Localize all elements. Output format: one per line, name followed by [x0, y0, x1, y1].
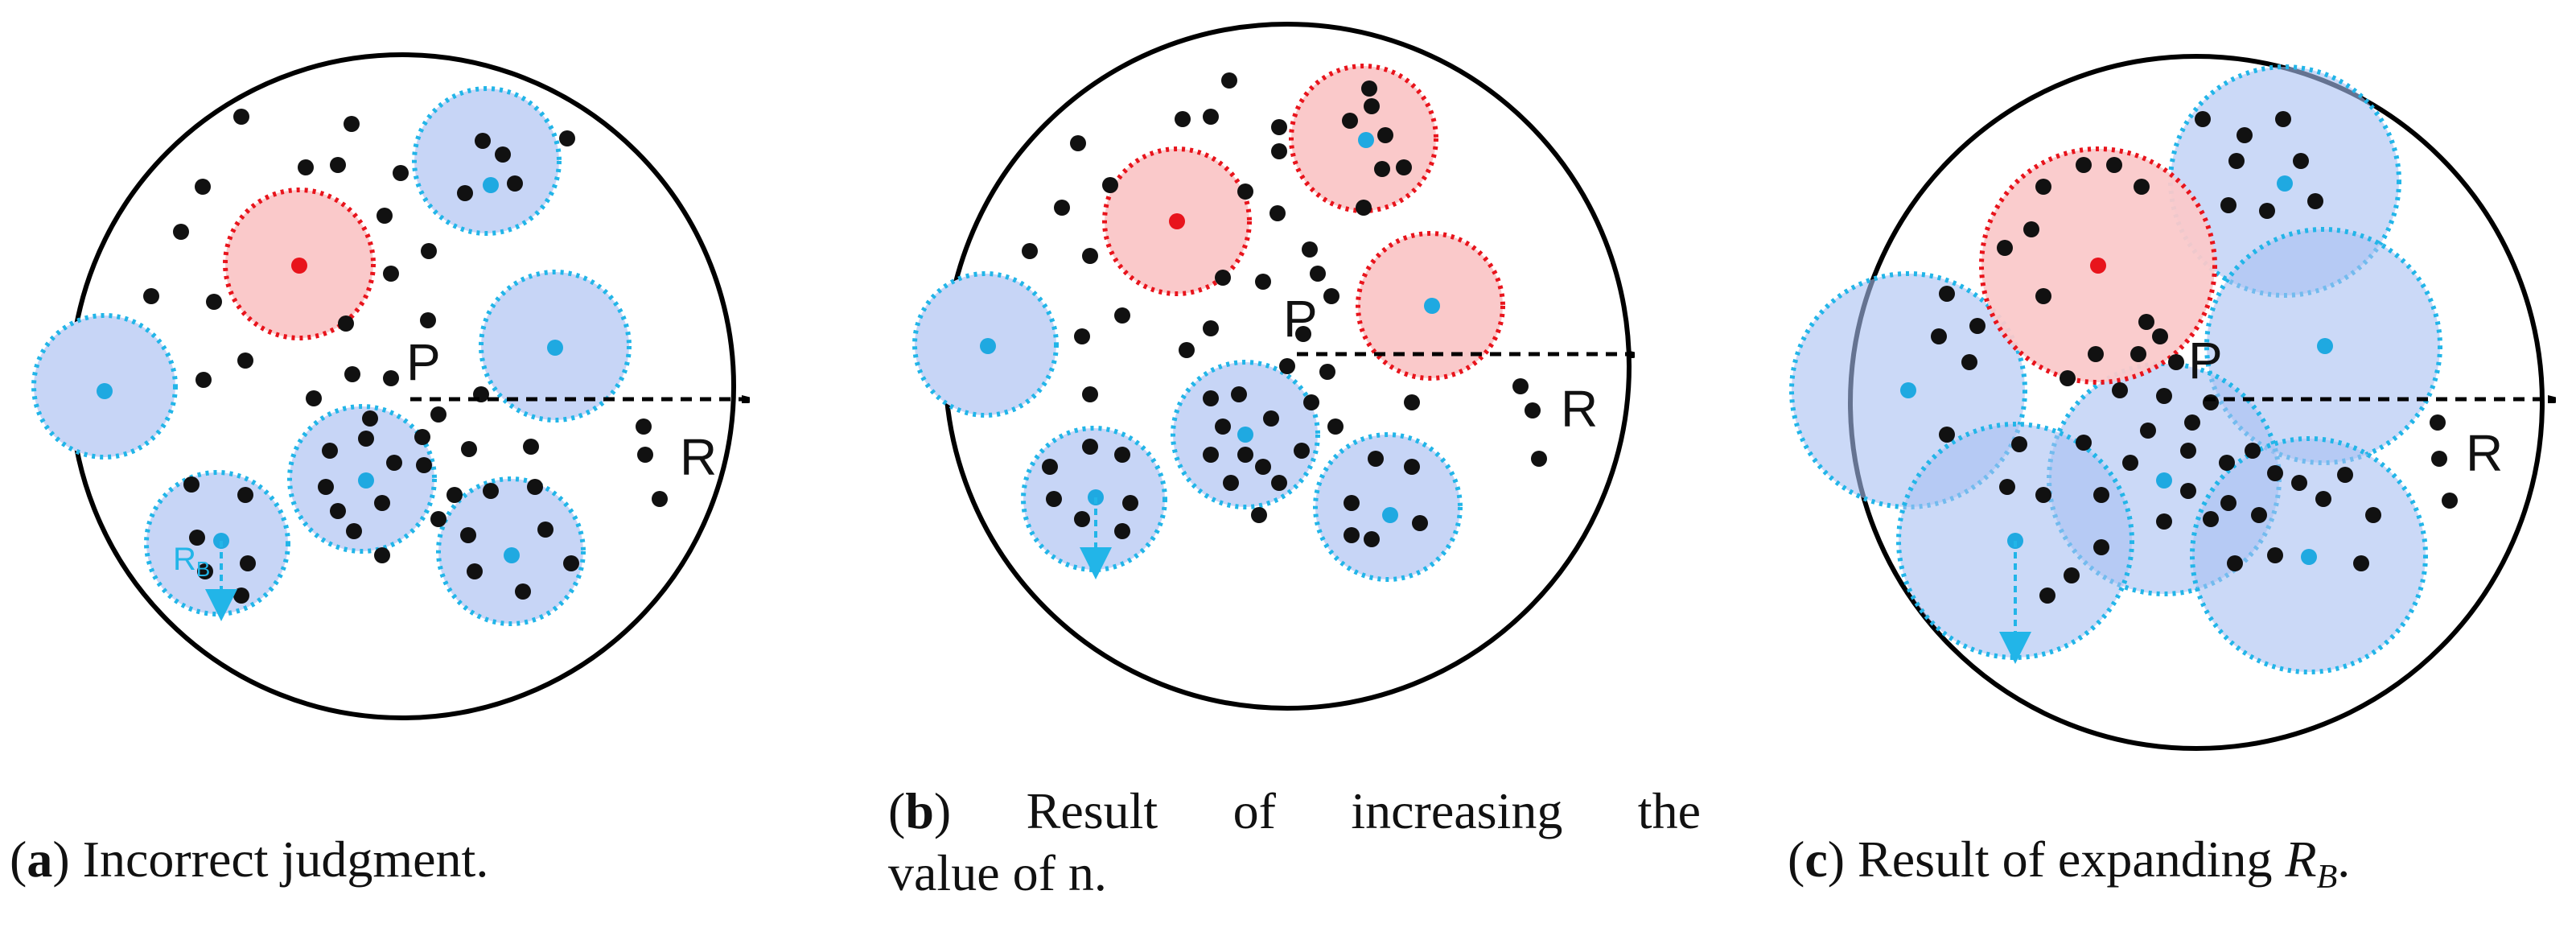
caption-b: (b) Result of increasing the value of n.: [888, 781, 1701, 905]
caption-letter: c: [1804, 831, 1828, 888]
caption-math-sub: B: [2316, 858, 2338, 896]
panel-a: P R RB: [31, 52, 748, 720]
data-points: [1022, 72, 1547, 547]
label-RB: RB: [173, 542, 210, 581]
caption-word: increasing: [1351, 782, 1563, 839]
caption-word: the: [1637, 782, 1701, 839]
label-P: P: [1283, 290, 1318, 348]
label-P: P: [406, 333, 441, 391]
label-R: R: [2466, 424, 2503, 482]
caption-letter: b: [905, 782, 934, 839]
caption-word: Result: [1026, 782, 1158, 839]
panel-b: P R: [912, 22, 1633, 711]
caption-line-1: (b) Result of increasing the: [888, 781, 1701, 843]
red-center: [1169, 213, 1185, 229]
label-R: R: [680, 428, 717, 486]
label-P: P: [2188, 332, 2223, 390]
caption-text: Incorrect judgment.: [82, 831, 489, 888]
caption-line-2: value of n.: [888, 843, 1107, 901]
cluster-centers: [980, 132, 1440, 523]
caption-math: R: [2285, 831, 2317, 888]
panel-c: P R: [1789, 54, 2554, 751]
caption-text: Result of expanding: [1858, 831, 2286, 888]
red-center: [2090, 258, 2106, 274]
caption-word: (b): [888, 782, 952, 839]
red-center: [291, 258, 307, 274]
cluster-centers: [97, 177, 563, 563]
caption-a: (a) Incorrect judgment.: [10, 831, 489, 888]
label-R: R: [1561, 380, 1598, 438]
data-points: [143, 109, 668, 604]
caption-letter: a: [27, 831, 53, 888]
data-points: [1931, 111, 2458, 604]
caption-end: .: [2337, 831, 2351, 888]
caption-word: of: [1232, 782, 1276, 839]
caption-c: (c) Result of expanding RB.: [1788, 831, 2351, 896]
